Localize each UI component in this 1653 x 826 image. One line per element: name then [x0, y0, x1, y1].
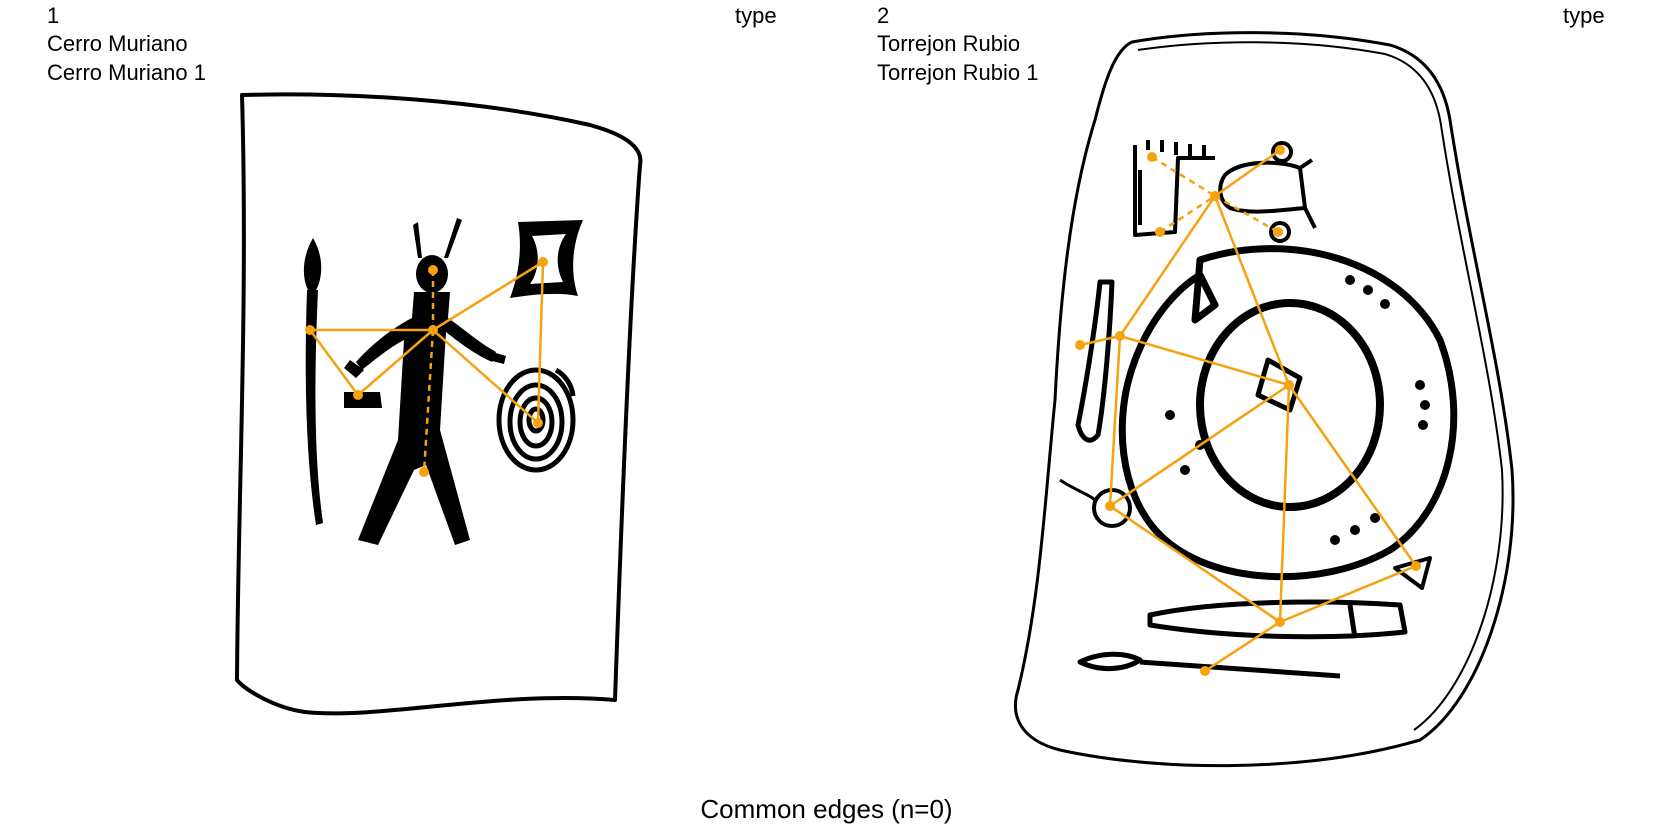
stele-2 — [1015, 33, 1513, 766]
warrior-figure-icon — [344, 218, 506, 545]
graph-2-edge — [1205, 622, 1280, 671]
graph-2-dashed-edge — [1160, 196, 1215, 232]
graph-2-edge — [1289, 385, 1416, 566]
chariot-icon — [1135, 140, 1315, 241]
graph-2-node — [1147, 152, 1157, 162]
graph-1-node — [305, 325, 315, 335]
graph-1-node — [538, 257, 548, 267]
graph-1-node — [353, 390, 363, 400]
graph-2-node — [1275, 617, 1285, 627]
stele-1 — [237, 94, 640, 713]
graph-2-node — [1115, 331, 1125, 341]
graph-2 — [1080, 150, 1416, 671]
common-edges-caption: Common edges (n=0) — [0, 794, 1653, 824]
graph-1-edge — [433, 330, 538, 423]
graph-2-node — [1210, 191, 1220, 201]
graph-2-node — [1273, 227, 1283, 237]
graph-1-node — [428, 325, 438, 335]
graph-1-node — [419, 467, 429, 477]
spear-icon — [304, 238, 323, 525]
graph-2-edge — [1080, 336, 1120, 345]
graph-2-node — [1275, 145, 1285, 155]
graph-2-node — [1105, 501, 1115, 511]
graph-2-edge — [1110, 506, 1280, 622]
mirror-icon — [344, 392, 382, 408]
graph-2-node — [1284, 380, 1294, 390]
graph-1-node — [428, 265, 438, 275]
graph-2-edge — [1110, 336, 1120, 506]
graph-1-node — [533, 418, 543, 428]
graph-2-node — [1075, 340, 1085, 350]
shield-icon — [1078, 282, 1112, 440]
graph-2-node — [1155, 227, 1165, 237]
graph-2-nodes — [1075, 145, 1421, 676]
spear-icon — [1080, 654, 1340, 676]
graph-2-node — [1411, 561, 1421, 571]
graph-2-dashed-edge — [1152, 157, 1215, 196]
graph-2-node — [1200, 666, 1210, 676]
